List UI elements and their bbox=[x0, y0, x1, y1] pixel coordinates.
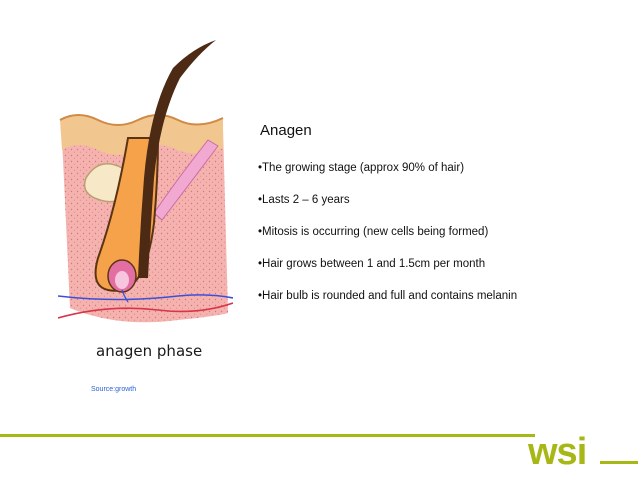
bullet-item: •Lasts 2 – 6 years bbox=[258, 194, 350, 206]
slide-heading: Anagen bbox=[260, 122, 312, 139]
bullet-list: •The growing stage (approx 90% of hair) … bbox=[258, 160, 517, 320]
bullet-item: •Hair grows between 1 and 1.5cm per mont… bbox=[258, 258, 486, 270]
wsi-logo: wsi bbox=[527, 431, 586, 473]
epidermis-layer bbox=[60, 115, 223, 155]
blood-vessel-branch bbox=[121, 289, 129, 303]
bullet-item: •Mitosis is occurring (new cells being f… bbox=[258, 226, 489, 238]
bullet-item: •The growing stage (approx 90% of hair) bbox=[258, 162, 465, 174]
arrector-pili-muscle bbox=[153, 139, 219, 221]
blood-vessel-red bbox=[58, 302, 233, 319]
footer-accent-line-right bbox=[600, 461, 638, 464]
source-link[interactable]: Source:growth bbox=[91, 386, 137, 393]
bullet-item: •Hair bulb is rounded and full and conta… bbox=[258, 290, 518, 302]
footer-bar: wsi bbox=[0, 431, 638, 473]
blood-vessel-blue bbox=[58, 294, 233, 301]
illustration-caption: anagen phase bbox=[96, 342, 202, 360]
hair-shaft bbox=[138, 40, 216, 278]
footer-accent-line bbox=[0, 434, 535, 437]
hair-follicle-illustration: anagen phase bbox=[58, 40, 233, 360]
epidermis-surface bbox=[59, 114, 224, 126]
dermal-papilla bbox=[115, 271, 129, 289]
